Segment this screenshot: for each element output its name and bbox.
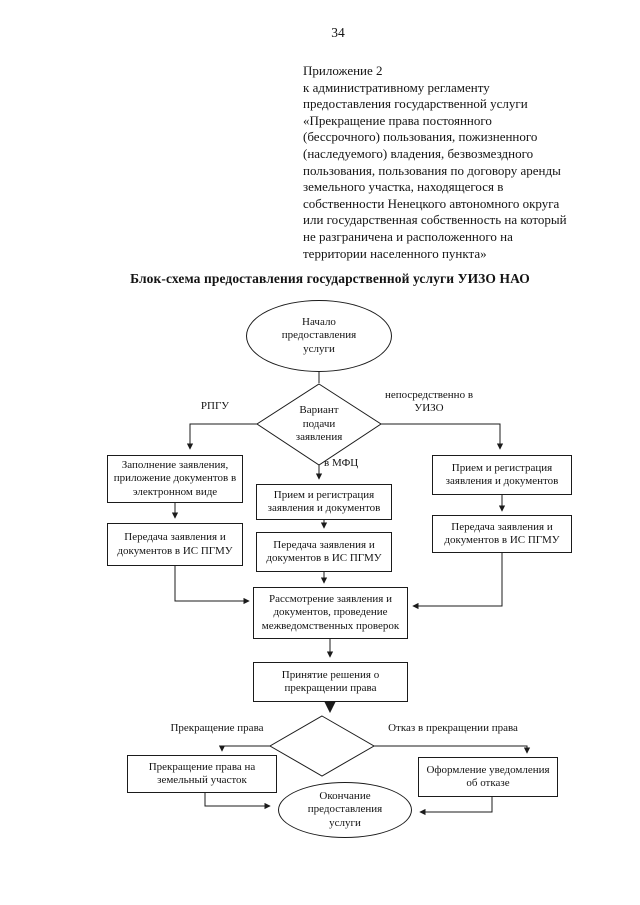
label-termination: Прекращение права (170, 722, 264, 734)
appendix-note: Приложение 2 к административному регламе… (303, 63, 623, 262)
edge-uizo-branch (381, 423, 504, 450)
appendix-line: (наследуемого) владения, безвозмездного (303, 145, 534, 161)
box-fill-application-electronic: Заполнение заявления, приложение докумен… (107, 455, 243, 503)
box-receive-register-mfc-label: Прием и регистрация заявления и документ… (267, 488, 381, 514)
appendix-line: Приложение 2 (303, 63, 383, 78)
flowchart-title: Блок-схема предоставления государственно… (130, 271, 530, 286)
appendix-line: к административному регламенту (303, 79, 490, 95)
edge-rpgu-branch (186, 423, 257, 450)
box-terminate-land-right-label: Прекращение права на земельный участок (148, 760, 256, 786)
box-terminate-land-right: Прекращение права на земельный участок (127, 755, 277, 793)
decision1-label: Вариант подачи заявления (295, 404, 343, 443)
appendix-line: территории населенного пункта» (303, 245, 487, 261)
appendix-line: предоставления государственной услуги (303, 96, 528, 112)
box-refusal-notice: Оформление уведомления об отказе (418, 757, 558, 797)
box-transfer-pgmu-rpgu-label: Передача заявления и документов в ИС ПГМ… (117, 531, 233, 557)
box-receive-register-mfc: Прием и регистрация заявления и документ… (256, 484, 392, 520)
box-review-label: Рассмотрение заявления и документов, про… (261, 593, 400, 632)
label-refusal: Отказ в прекращении права (388, 722, 518, 734)
start-terminator-label: Начало предоставления услуги (281, 316, 357, 355)
box-transfer-pgmu-mfc-label: Передача заявления и документов в ИС ПГМ… (266, 538, 382, 564)
end-terminator-label: Окончание предоставления услуги (307, 790, 383, 829)
box-transfer-pgmu-uizo: Передача заявления и документов в ИС ПГМ… (432, 515, 572, 553)
box-make-decision-label: Принятие решения о прекращении права (281, 668, 380, 694)
box-make-decision: Принятие решения о прекращении права (253, 662, 408, 702)
edge-l2-review (174, 566, 250, 605)
start-terminator: Начало предоставления услуги (246, 300, 392, 372)
box-transfer-pgmu-rpgu: Передача заявления и документов в ИС ПГМ… (107, 523, 243, 566)
page-number: 34 (331, 25, 345, 40)
appendix-line: пользования, пользования по договору аре… (303, 162, 561, 178)
box-receive-register-uizo-label: Прием и регистрация заявления и документ… (445, 461, 559, 487)
box-receive-register-uizo: Прием и регистрация заявления и документ… (432, 455, 572, 495)
appendix-line: (бессрочного) пользования, пожизненного (303, 129, 538, 145)
label-mfc: в МФЦ (324, 457, 359, 469)
label-direct-uizo: непосредственно в УИЗО (384, 389, 474, 414)
box-review-interagency-checks: Рассмотрение заявления и документов, про… (253, 587, 408, 639)
edge-r2-review (412, 553, 503, 610)
edge-terminate-branch (218, 745, 270, 752)
box-refusal-notice-label: Оформление уведомления об отказе (426, 763, 550, 789)
end-terminator: Окончание предоставления услуги (278, 782, 412, 838)
decision-diamond-outcome (268, 715, 376, 777)
appendix-line: не разграничена и расположенного на (303, 228, 513, 244)
label-rpgu: РПГУ (200, 400, 230, 412)
box-transfer-pgmu-uizo-label: Передача заявления и документов в ИС ПГМ… (444, 520, 560, 546)
box-fill-application-label: Заполнение заявления, приложение докумен… (113, 459, 237, 498)
box-transfer-pgmu-mfc: Передача заявления и документов в ИС ПГМ… (256, 532, 392, 572)
edge-refuse-end (419, 797, 493, 816)
appendix-line: земельного участка, находящегося в (303, 179, 504, 195)
edge-refuse-branch (374, 745, 531, 754)
appendix-line: «Прекращение права постоянного (303, 112, 492, 128)
appendix-line: собственности Ненецкого автономного окру… (303, 195, 560, 211)
edge-terminate-end (204, 793, 271, 810)
appendix-line: или государственная собственность на кот… (303, 212, 567, 228)
